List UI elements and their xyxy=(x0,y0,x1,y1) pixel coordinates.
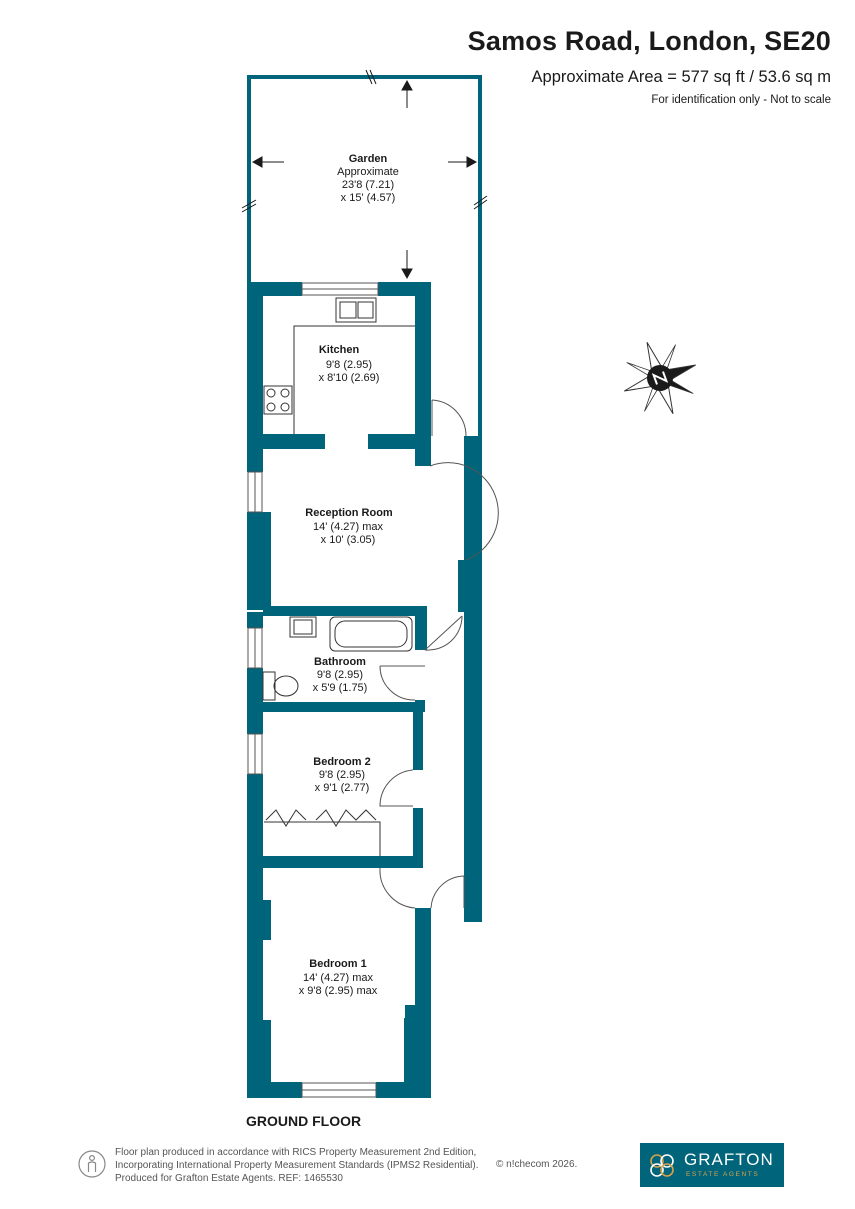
garden-arrows xyxy=(241,69,488,280)
reception-room-dim-2: x 10' (3.05) xyxy=(321,534,376,546)
footer-note-line: Incorporating International Property Mea… xyxy=(115,1160,479,1171)
page-title: Samos Road, London, SE20 xyxy=(467,26,831,56)
garden-dim-2: x 15' (4.57) xyxy=(341,192,396,204)
approximate-area: Approximate Area = 577 sq ft / 53.6 sq m xyxy=(531,68,831,86)
footer-note-line: Produced for Grafton Estate Agents. REF:… xyxy=(115,1173,343,1184)
copyright: © n!checom 2026. xyxy=(496,1159,578,1170)
grafton-logo: GRAFTON ESTATE AGENTS xyxy=(640,1143,784,1187)
kitchen-dim-1: 9'8 (2.95) xyxy=(326,359,372,371)
kitchen-label: Kitchen xyxy=(319,344,360,356)
bedroom-1-dim-1: 14' (4.27) max xyxy=(303,972,373,984)
bathroom-dim-2: x 5'9 (1.75) xyxy=(313,682,368,694)
garden-dim-1: 23'8 (7.21) xyxy=(342,179,394,191)
walls xyxy=(247,282,482,1098)
bedroom-2-dim-2: x 9'1 (2.77) xyxy=(315,782,370,794)
bathroom-dim-1: 9'8 (2.95) xyxy=(317,669,363,681)
reception-room-dim-1: 14' (4.27) max xyxy=(313,521,383,533)
floor-label: GROUND FLOOR xyxy=(246,1113,362,1129)
logo-brand: GRAFTON xyxy=(684,1150,774,1169)
bedroom-2-dim-1: 9'8 (2.95) xyxy=(319,769,365,781)
logo-sub: ESTATE AGENTS xyxy=(686,1171,760,1178)
garden-approx: Approximate xyxy=(337,166,399,178)
garden-outline xyxy=(247,75,482,440)
fixtures xyxy=(262,297,415,856)
reception-room-label: Reception Room xyxy=(305,507,393,519)
bathroom-label: Bathroom xyxy=(314,656,366,668)
person-icon xyxy=(78,1150,106,1178)
garden-label: Garden xyxy=(349,153,388,165)
windows xyxy=(247,282,379,1098)
bedroom-2-label: Bedroom 2 xyxy=(313,756,370,768)
kitchen-dim-2: x 8'10 (2.69) xyxy=(319,372,380,384)
logo-mark-icon xyxy=(650,1154,674,1177)
bedroom-1-label: Bedroom 1 xyxy=(309,958,366,970)
bedroom-1-dim-2: x 9'8 (2.95) max xyxy=(299,985,378,997)
room-labels: Garden Approximate 23'8 (7.21) x 15' (4.… xyxy=(299,153,399,997)
footer-note-line: Floor plan produced in accordance with R… xyxy=(115,1147,477,1158)
footer-note: Floor plan produced in accordance with R… xyxy=(115,1146,479,1185)
identification-note: For identification only - Not to scale xyxy=(651,94,831,106)
compass-icon xyxy=(624,342,696,414)
